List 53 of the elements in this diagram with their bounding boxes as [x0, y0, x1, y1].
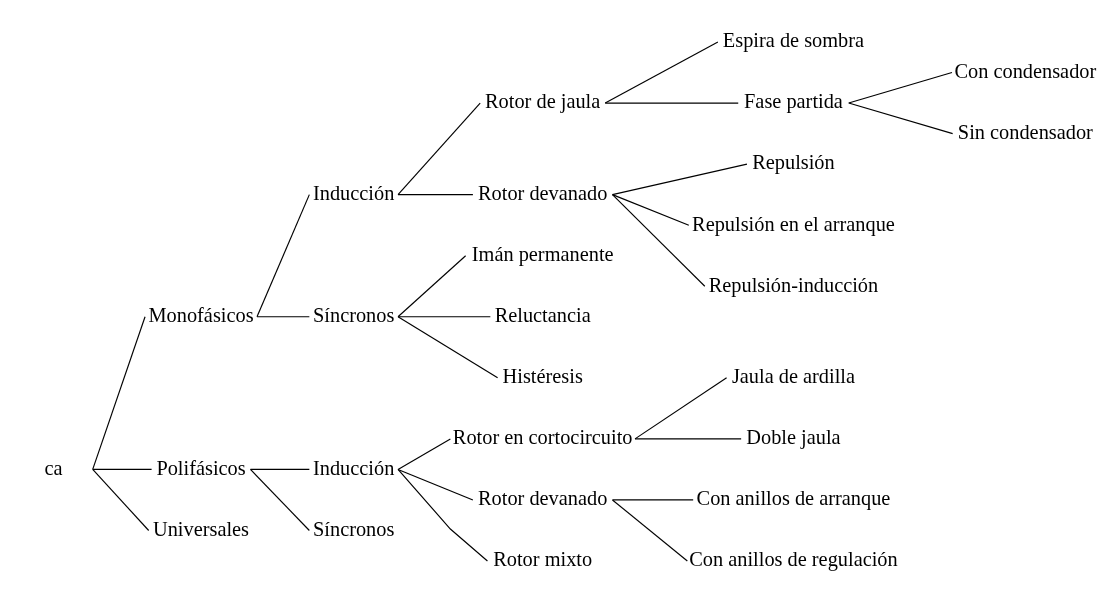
- connector: [611, 499, 688, 562]
- connector: [397, 468, 474, 501]
- node-text: Monofásicos: [148, 304, 254, 327]
- connector: [611, 163, 748, 196]
- connector: [604, 102, 739, 104]
- node-text: Repulsión: [752, 151, 835, 174]
- node-text: Rotor devanado: [478, 182, 608, 205]
- connector: [397, 194, 474, 196]
- connector: [397, 316, 499, 379]
- node-text: Inducción: [313, 182, 395, 205]
- node-text: Sin condensador: [957, 120, 1093, 143]
- node-text: Reluctancia: [494, 304, 591, 327]
- node-text: Rotor mixto: [493, 548, 593, 571]
- node-text: Inducción: [313, 456, 395, 479]
- connector: [397, 316, 491, 318]
- node-text: Síncronos: [313, 304, 395, 327]
- connector: [611, 194, 706, 287]
- node-text: Con anillos de regulación: [689, 548, 898, 571]
- connector: [634, 438, 742, 440]
- node-text: Imán permanente: [471, 243, 614, 266]
- node-text: Rotor en cortocircuito: [452, 426, 633, 449]
- connector: [92, 316, 146, 470]
- node-text: Repulsión-inducción: [708, 273, 879, 296]
- node-text: Espira de sombra: [722, 29, 865, 52]
- node-text: ca: [44, 456, 63, 479]
- connector: [397, 438, 451, 470]
- node-text: Doble jaula: [746, 426, 841, 449]
- node-text: Jaula de ardilla: [731, 365, 856, 388]
- node-text: Universales: [153, 517, 250, 540]
- node-text: Repulsión en el arranque: [692, 212, 895, 235]
- node-text: Síncronos: [313, 517, 395, 540]
- connector: [397, 255, 467, 318]
- connector: [611, 194, 690, 226]
- connector: [397, 102, 481, 196]
- connector: [397, 468, 488, 562]
- connector: [249, 468, 310, 532]
- connector: [848, 71, 953, 104]
- node-text: Histéresis: [502, 365, 583, 388]
- node-text: Rotor de jaula: [485, 90, 601, 113]
- connector: [848, 102, 954, 135]
- connector: [256, 194, 310, 318]
- node-text: Fase partida: [744, 90, 843, 113]
- connector: [249, 468, 310, 470]
- node-text: Rotor devanado: [478, 487, 608, 510]
- connector: [92, 468, 153, 470]
- connector: [92, 468, 150, 532]
- node-text: Polifásicos: [156, 456, 246, 479]
- connector: [634, 377, 728, 440]
- connector: [604, 41, 719, 104]
- node-text: Con condensador: [954, 59, 1097, 82]
- connector: [256, 316, 310, 318]
- node-text: Con anillos de arranque: [696, 487, 891, 510]
- connector: [611, 499, 694, 501]
